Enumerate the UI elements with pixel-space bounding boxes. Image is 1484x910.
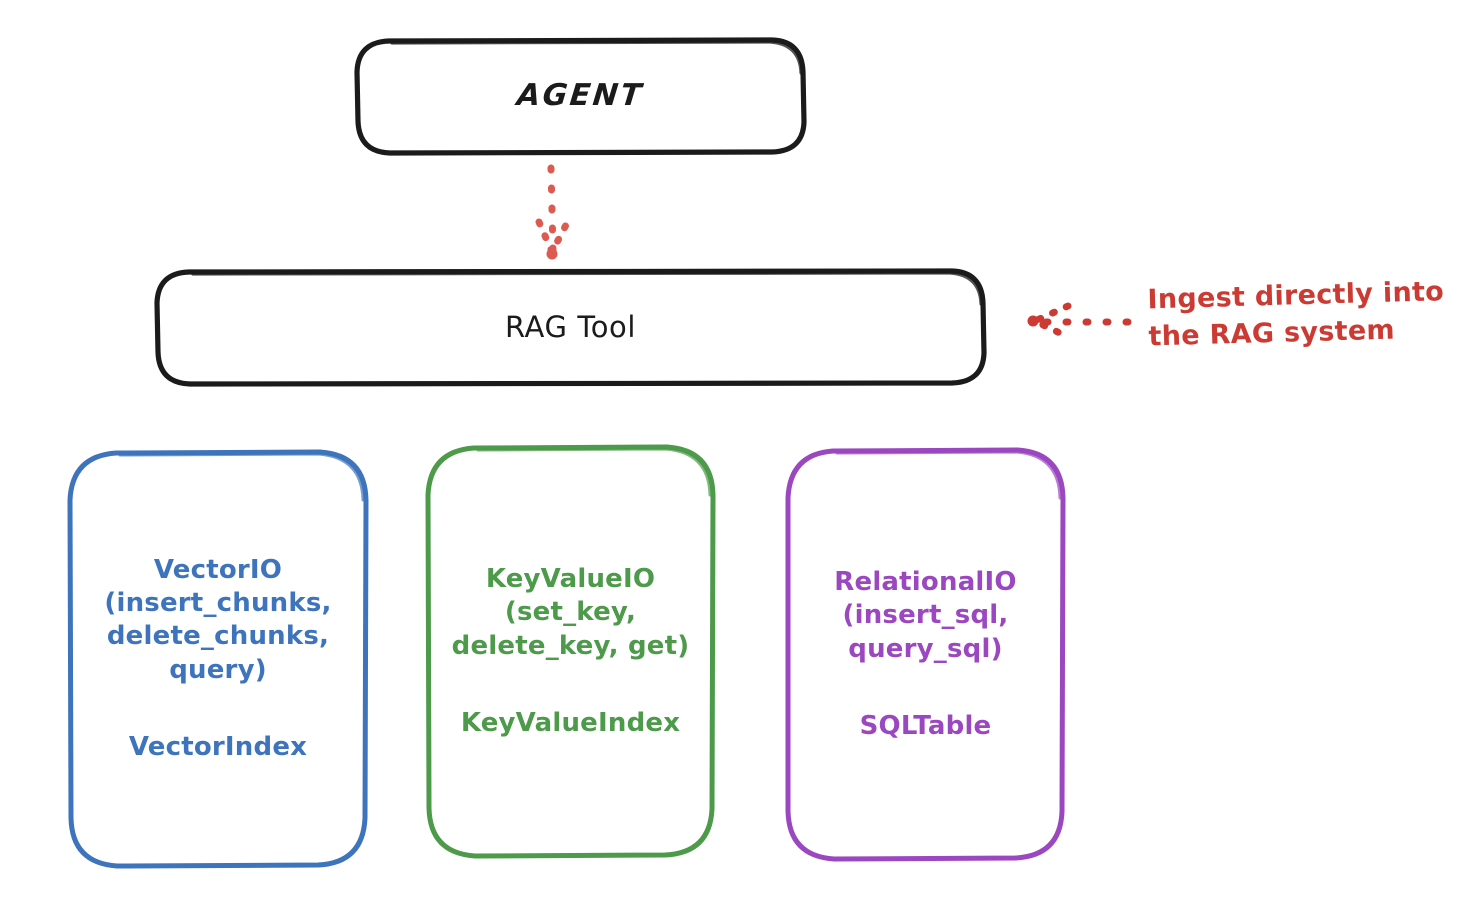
node-key-value-io-index-label: KeyValueIndex xyxy=(460,707,681,738)
vector-io-box-sketch-overlay xyxy=(118,452,365,502)
rag-tool-box-outline xyxy=(154,268,987,387)
agent-box-sketch-overlay xyxy=(390,40,803,75)
node-vector-io-index-label: VectorIndex xyxy=(128,731,308,762)
node-rag-tool[interactable]: RAG Tool xyxy=(157,271,984,384)
key-value-io-box-sketch-overlay xyxy=(476,447,712,497)
node-rag-tool-label: RAG Tool xyxy=(504,309,637,344)
node-key-value-io[interactable]: KeyValueIO (set_key, delete_key, get) Ke… xyxy=(428,447,713,856)
node-relational-io[interactable]: RelationalIO (insert_sql, query_sql) SQL… xyxy=(788,450,1063,859)
annotation-ingest-text: Ingest directly into the RAG system xyxy=(1147,276,1445,353)
rag-tool-box-sketch-overlay xyxy=(191,271,983,306)
ingest-arrow-connector xyxy=(1027,302,1132,341)
node-relational-io-index-label: SQLTable xyxy=(859,710,992,741)
key-value-io-box-outline xyxy=(425,444,716,859)
node-vector-io[interactable]: VectorIO (insert_chunks, delete_chunks, … xyxy=(70,452,366,866)
relational-io-box-sketch-overlay xyxy=(835,450,1062,500)
agent-box-outline xyxy=(354,37,807,156)
node-vector-io-api-label: VectorIO (insert_chunks, delete_chunks, … xyxy=(104,554,332,685)
node-agent[interactable]: AGENT xyxy=(357,40,804,153)
relational-io-box-outline xyxy=(785,447,1066,862)
node-key-value-io-api-label: KeyValueIO (set_key, delete_key, get) xyxy=(451,563,690,661)
vector-io-box-outline xyxy=(67,449,369,869)
node-agent-label: AGENT xyxy=(515,78,646,114)
node-relational-io-api-label: RelationalIO (insert_sql, query_sql) xyxy=(834,566,1017,664)
agent-to-rag-tool-connector xyxy=(535,164,571,260)
